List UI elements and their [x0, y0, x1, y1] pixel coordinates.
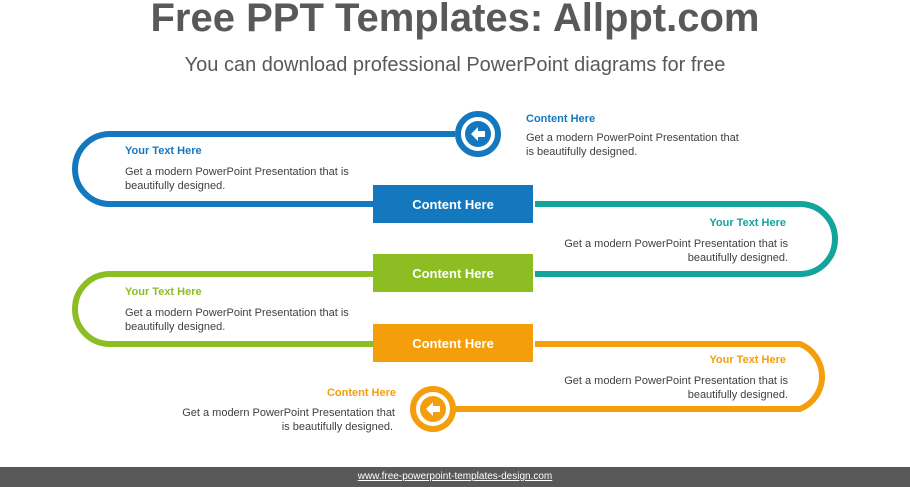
end-note-line-1: Get a modern PowerPoint Presentation tha… — [182, 407, 395, 419]
loop-4-line-2: beautifully designed. — [687, 389, 788, 401]
page-subtitle: You can download professional PowerPoint… — [184, 54, 726, 76]
path-segment-blue — [72, 131, 455, 207]
loop-1-heading: Your Text Here — [125, 145, 202, 157]
path-segment-orange — [455, 341, 825, 412]
path-segment-teal — [535, 201, 838, 277]
loop-1-line-1: Get a modern PowerPoint Presentation tha… — [125, 166, 349, 178]
content-box-1: Content Here — [373, 185, 533, 223]
loop-2-line-2: beautifully designed. — [687, 252, 788, 264]
loop-4-heading: Your Text Here — [709, 354, 786, 366]
start-note-line-1: Get a modern PowerPoint Presentation tha… — [526, 132, 739, 144]
start-note-heading: Content Here — [526, 113, 596, 125]
page-title: Free PPT Templates: Allppt.com — [150, 0, 760, 40]
start-marker — [455, 111, 501, 157]
arrow-left-icon — [426, 402, 440, 416]
loop-3-line-2: beautifully designed. — [125, 321, 226, 333]
end-marker — [410, 386, 456, 432]
path-segment-green — [72, 271, 373, 347]
content-box-2: Content Here — [373, 254, 533, 292]
arrow-left-icon — [471, 127, 485, 141]
start-note-line-2: is beautifully designed. — [526, 146, 638, 158]
loop-4-line-1: Get a modern PowerPoint Presentation tha… — [564, 375, 788, 387]
loop-3-heading: Your Text Here — [125, 286, 202, 298]
loop-3-line-1: Get a modern PowerPoint Presentation tha… — [125, 307, 349, 319]
end-note-line-2: is beautifully designed. — [281, 421, 393, 433]
loop-2-heading: Your Text Here — [709, 217, 786, 229]
end-note-heading: Content Here — [326, 387, 396, 399]
content-box-3: Content Here — [373, 324, 533, 362]
footer-link[interactable]: www.free-powerpoint-templates-design.com — [0, 467, 910, 487]
loop-2-line-1: Get a modern PowerPoint Presentation tha… — [564, 238, 788, 250]
loop-1-line-2: beautifully designed. — [125, 180, 226, 192]
